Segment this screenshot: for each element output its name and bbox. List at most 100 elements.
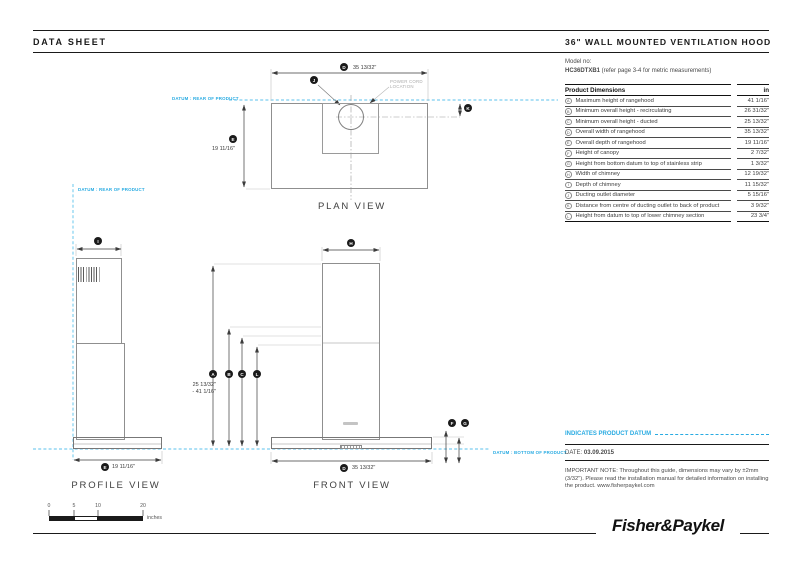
chimney-brand-mark [343,422,358,425]
power-cord-label: POWER CORD LOCATION [390,79,423,90]
profile-canopy [73,437,162,449]
model-code: HC36DTXB1 [565,67,601,74]
row-key-marker: D [565,129,572,136]
plan-view-title: PLAN VIEW [318,201,386,212]
row-label: Overall depth of rangehood [575,139,646,146]
row-key-marker: A [565,97,572,104]
model-line: HC36DTXB1 (refer page 3-4 for metric mea… [565,68,711,74]
profile-vent-grille [78,267,101,282]
dim-marker-profile-depth: E [101,463,109,471]
table-col-unit: in [737,84,769,96]
scale-unit-label: inches [147,515,162,521]
row-label: Ducting outlet diameter [575,192,636,199]
page-title: DATA SHEET [33,37,107,47]
row-value: 2 7/32" [737,149,769,159]
plan-width-value: 35 13/32" [353,64,377,71]
dim-marker-canopy-height: F [448,419,456,427]
plan-chimney-outline [322,103,379,154]
scale-segment-1 [49,516,74,521]
dim-marker-outlet: J [310,76,318,84]
row-label: Minimum overall height - recirculating [575,108,672,115]
row-label: Overall width of rangehood [575,129,645,136]
scale-tick-10: 10 [95,503,101,509]
row-key-marker: G [565,160,572,167]
row-key-marker: K [565,202,572,209]
row-key-marker: L [565,213,572,220]
model-note: (refer page 3-4 for metric measurements) [600,67,712,74]
row-value: 26 31/32" [737,107,769,117]
datum-legend: INDICATES PRODUCT DATUM [565,431,769,437]
row-key-marker: H [565,171,572,178]
dim-marker-width: D [340,63,348,71]
model-label: Model no: [565,59,592,65]
dim-marker-chimney-depth: I [94,237,102,245]
row-label: Height from datum to top of lower chimne… [575,213,705,220]
row-key-marker: J [565,192,572,199]
dim-marker-outlet-offset: K [464,104,472,112]
dim-marker-chimney-width: H [347,239,355,247]
row-key-marker: F [565,150,572,157]
front-canopy [271,437,432,449]
bottom-datum-label: DATUM : BOTTOM OF PRODUCT [493,450,567,455]
row-key-marker: B [565,108,572,115]
product-title: 36" WALL MOUNTED VENTILATION HOOD [565,37,772,47]
front-view-title: FRONT VIEW [313,480,391,491]
footer-rule-2 [565,460,769,461]
row-value: 19 11/16" [737,138,769,149]
header-rule [33,52,769,54]
date-label: DATE: [565,450,584,456]
scale-segment-3 [98,516,143,521]
bottom-rule-right [740,533,769,535]
datum-legend-dash [655,434,769,435]
table-header-row: Product Dimensions in [565,84,769,96]
dim-marker-height-a: A [209,370,217,378]
front-chimney-outline [322,263,380,440]
dim-marker-height-b: B [225,370,233,378]
height-range-value: 25 13/32" - 41 1/16" [192,382,216,395]
row-value: 5 15/16" [737,191,769,201]
row-key-marker: E [565,139,572,146]
row-value: 11 15/32" [737,180,769,191]
scale-tick-20: 20 [140,503,146,509]
dim-marker-depth: E [229,135,237,143]
row-key-marker: C [565,118,572,125]
profile-rear-datum-label: DATUM : REAR OF PRODUCT [78,187,145,192]
date-value: 03.09.2015 [583,450,614,456]
bottom-rule-left [33,533,596,535]
row-value: 3 9/32" [737,201,769,212]
row-value: 1 3/32" [737,159,769,170]
plan-ducting-outlet-circle [338,104,364,130]
row-label: Width of chimney [575,171,620,178]
plan-depth-value: 19 11/16" [212,146,235,152]
row-value: 23 3/4" [737,212,769,222]
profile-chimney-lower [76,343,125,440]
table-col-name: Product Dimensions [565,84,731,96]
row-value: 35 13/32" [737,128,769,138]
fisher-paykel-logo: Fisher&Paykel [612,516,724,535]
row-value: 12 19/32" [737,170,769,180]
datum-legend-label: INDICATES PRODUCT DATUM [565,431,652,437]
date-row: DATE: 03.09.2015 [565,450,614,456]
dim-marker-front-width: D [340,464,348,472]
scale-tick-5: 5 [72,503,76,509]
profile-chimney-upper [76,258,122,344]
footer-rule-1 [565,444,769,446]
row-label: Minimum overall height - ducted [575,118,658,125]
row-label: Maximum height of rangehood [575,97,654,104]
row-label: Height of canopy [575,150,620,157]
row-value: 25 13/32" [737,117,769,128]
